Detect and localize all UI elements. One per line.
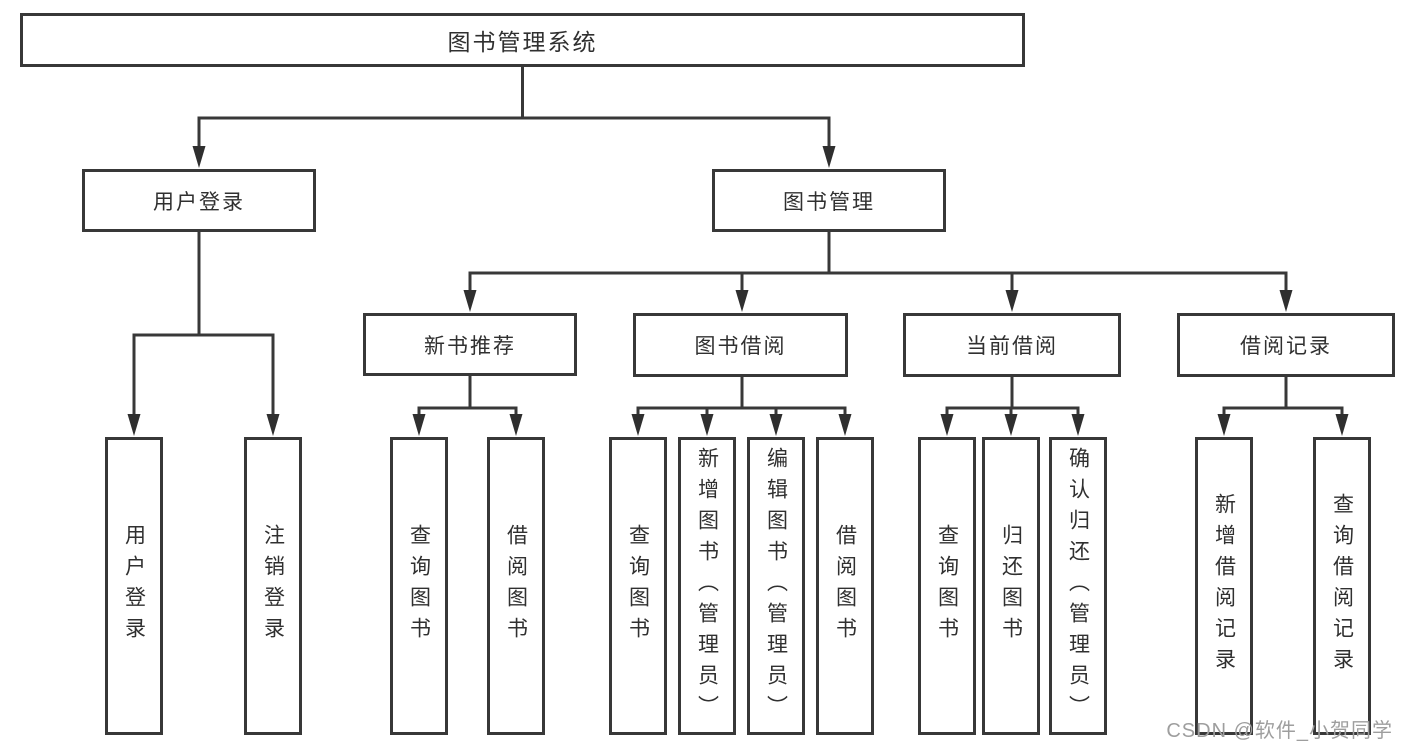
leaf-label: 新增借阅记录: [1212, 493, 1236, 679]
node-new-book-recommend: 新书推荐: [363, 313, 577, 376]
node-current-borrowing: 当前借阅: [903, 313, 1121, 377]
leaf-add-book-admin: 新增图书（管理员）: [678, 437, 736, 735]
leaf-label: 编辑图书（管理员）: [764, 446, 788, 726]
leaf-add-borrow-record: 新增借阅记录: [1195, 437, 1253, 735]
leaf-label: 归还图书: [999, 524, 1023, 648]
leaf-label: 查询图书: [407, 524, 431, 648]
leaf-edit-book-admin: 编辑图书（管理员）: [747, 437, 805, 735]
leaf-label: 查询图书: [626, 524, 650, 648]
leaf-label: 借阅图书: [833, 524, 857, 648]
leaf-label: 用户登录: [122, 524, 146, 648]
leaf-query-books-borrowing: 查询图书: [609, 437, 667, 735]
node-library-system: 图书管理系统: [20, 13, 1025, 67]
leaf-label: 查询图书: [935, 524, 959, 648]
leaf-label: 查询借阅记录: [1330, 493, 1354, 679]
leaf-query-borrow-record: 查询借阅记录: [1313, 437, 1371, 735]
leaf-return-book: 归还图书: [982, 437, 1040, 735]
node-book-borrowing: 图书借阅: [633, 313, 848, 377]
node-book-management: 图书管理: [712, 169, 946, 232]
node-user-login: 用户登录: [82, 169, 316, 232]
leaf-label: 确认归还（管理员）: [1066, 446, 1090, 726]
leaf-user-login: 用户登录: [105, 437, 163, 735]
leaf-query-books-current: 查询图书: [918, 437, 976, 735]
leaf-label: 新增图书（管理员）: [695, 446, 719, 726]
leaf-logout: 注销登录: [244, 437, 302, 735]
watermark: CSDN @软件_小贺同学: [1166, 720, 1393, 742]
leaf-label: 借阅图书: [504, 524, 528, 648]
leaf-query-books-recommend: 查询图书: [390, 437, 448, 735]
leaf-confirm-return-admin: 确认归还（管理员）: [1049, 437, 1107, 735]
leaf-borrow-books-recommend: 借阅图书: [487, 437, 545, 735]
node-borrowing-records: 借阅记录: [1177, 313, 1395, 377]
leaf-borrow-books-borrowing: 借阅图书: [816, 437, 874, 735]
leaf-label: 注销登录: [261, 524, 285, 648]
